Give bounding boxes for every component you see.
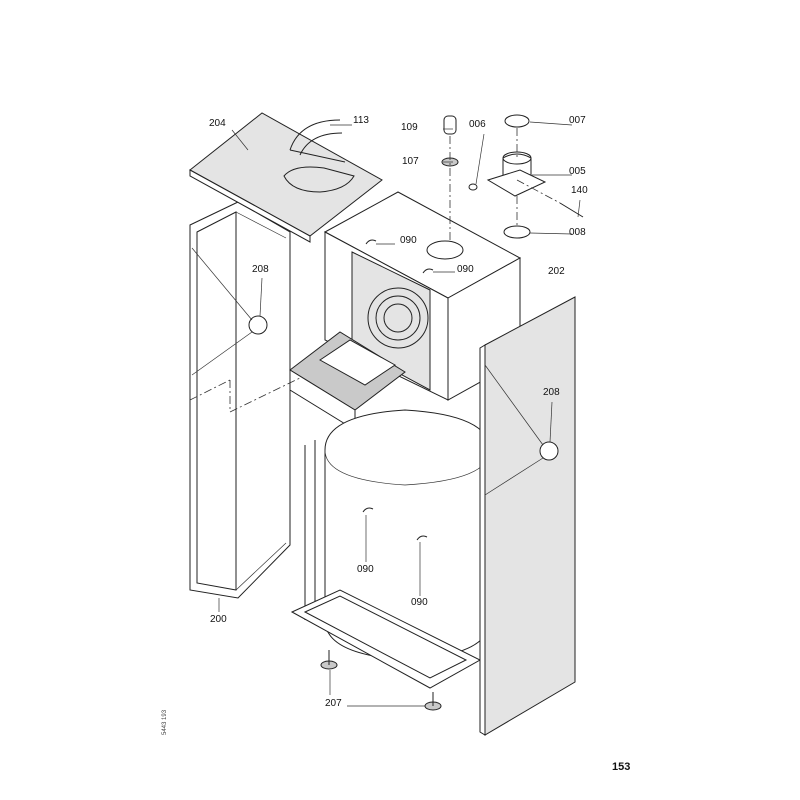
- page-number: 153: [612, 761, 631, 773]
- part-label-140: 140: [571, 185, 588, 196]
- part-label-090: 090: [400, 235, 417, 246]
- part-label-107: 107: [402, 156, 419, 167]
- part-label-202: 202: [548, 266, 565, 277]
- top-cover: [189, 112, 383, 243]
- part-label-090: 090: [357, 564, 374, 575]
- right-side-panel: [479, 296, 576, 736]
- part-label-090: 090: [457, 264, 474, 275]
- part-label-090: 090: [411, 597, 428, 608]
- drawing-code: 5443 193: [162, 709, 168, 735]
- part-label-204: 204: [209, 118, 226, 129]
- part-label-208: 208: [543, 387, 560, 398]
- part-label-200: 200: [210, 614, 227, 625]
- part-label-113: 113: [353, 115, 369, 126]
- part-label-008: 008: [569, 227, 586, 238]
- adjustable-feet: [320, 650, 442, 711]
- part-label-006: 006: [469, 119, 486, 130]
- part-label-208: 208: [252, 264, 269, 275]
- part-label-207: 207: [325, 698, 342, 709]
- clips: [362, 239, 434, 541]
- part-label-005: 005: [569, 166, 586, 177]
- top-components: [441, 114, 584, 239]
- seal-part: [289, 119, 346, 163]
- boiler-housing: [289, 191, 522, 431]
- part-label-109: 109: [401, 122, 418, 133]
- leader-lines: [218, 121, 581, 707]
- assembly-axes: [189, 128, 561, 413]
- panel-fasteners: [191, 247, 559, 496]
- part-label-007: 007: [569, 115, 586, 126]
- left-side-panel: [189, 201, 291, 599]
